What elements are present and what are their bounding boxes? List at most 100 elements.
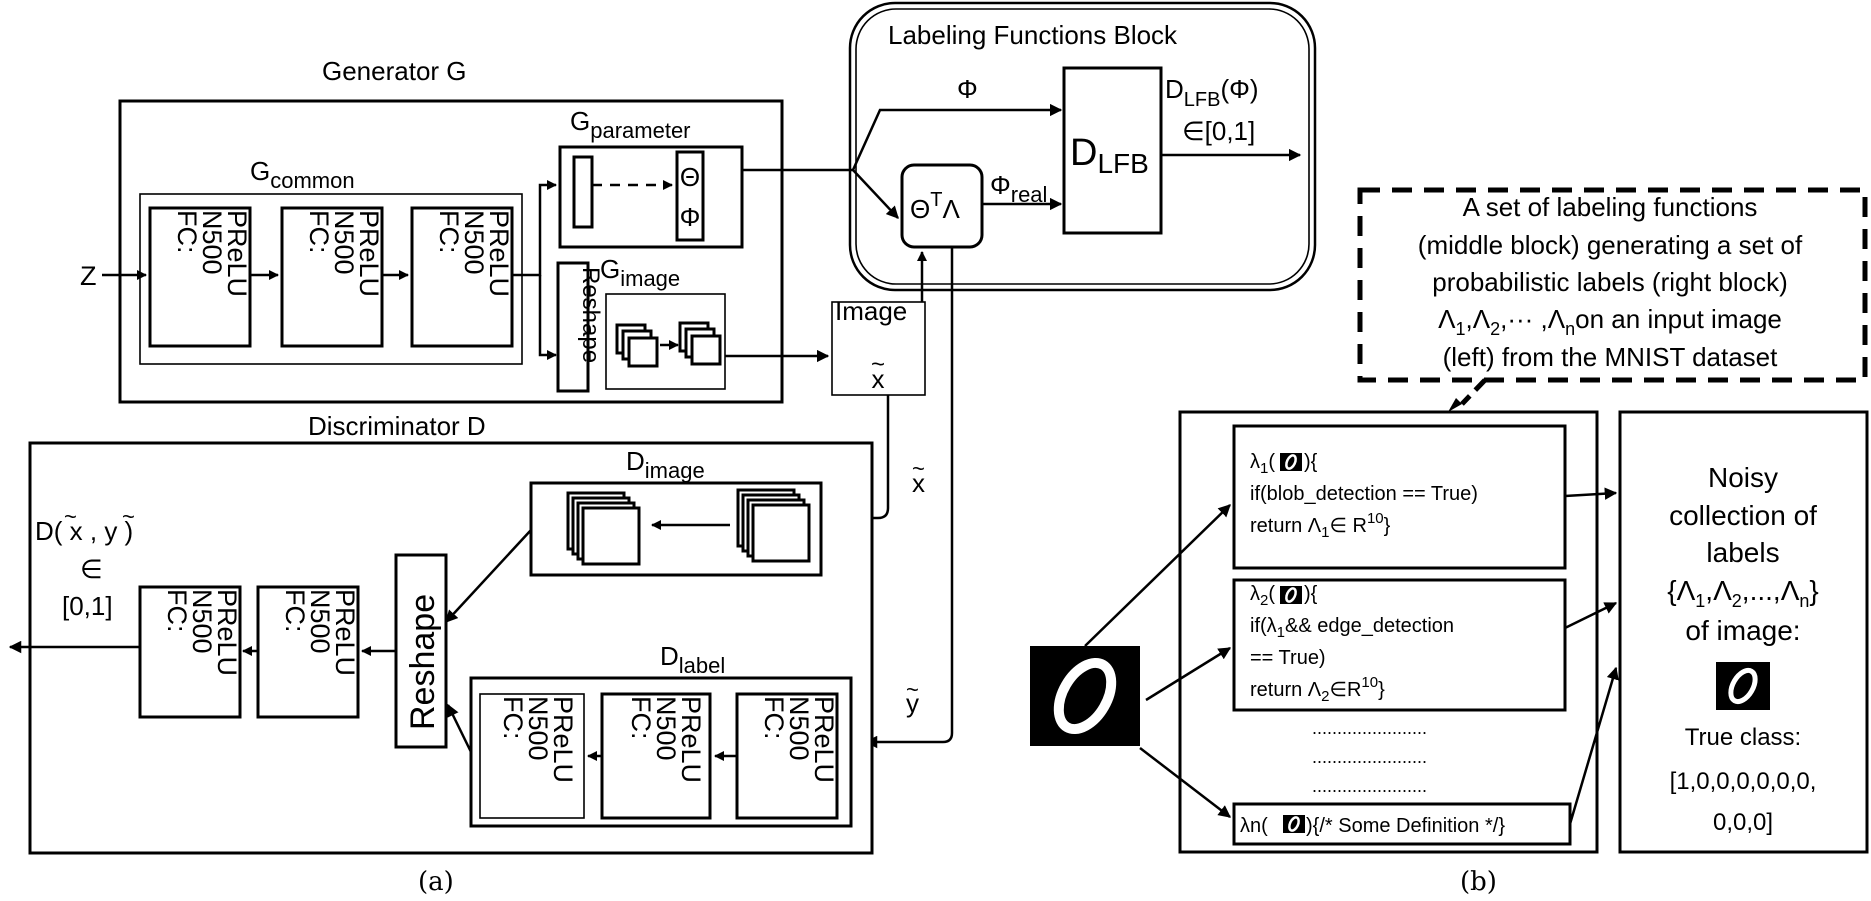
f2-to-noisy-arrow <box>1564 601 1618 630</box>
digit-to-f2-arrow <box>1145 646 1232 702</box>
theta-lambda-box <box>900 163 984 249</box>
dots-2: ....................... <box>1312 747 1427 767</box>
svg-text:FC:: FC: <box>626 696 656 740</box>
d-image-label: Dimage <box>626 446 705 483</box>
svg-text:N500: N500 <box>197 210 227 275</box>
note-box: A set of labeling functions (middle bloc… <box>1357 187 1868 383</box>
image-to-dimage-arrow <box>836 395 890 525</box>
d-lfb-output-line2: ∈[0,1] <box>1182 116 1255 146</box>
g-fc-2: FC: N500 PReLU <box>280 206 384 348</box>
y-tilde-label: y <box>906 688 919 718</box>
svg-text:λ1(: λ1( <box>1250 451 1275 477</box>
svg-text:FC:: FC: <box>498 696 528 740</box>
svg-text:PReLU: PReLU <box>484 210 514 297</box>
image-output: Image x ~ <box>831 296 926 396</box>
svg-text:~: ~ <box>906 677 919 702</box>
g-fc-1: FC: N500 PReLU <box>148 206 252 348</box>
labeling-functions-block: Labeling Functions Block Φ ΘTΛ Φreal DLF… <box>742 1 1317 292</box>
phi-real-label: Φreal <box>990 170 1047 207</box>
svg-text:A set of labeling functions: A set of labeling functions <box>1463 192 1758 222</box>
f1-to-noisy-arrow <box>1564 487 1618 500</box>
to-theta-lambda <box>852 169 899 219</box>
svg-text:PReLU: PReLU <box>330 589 360 676</box>
dots-3: ....................... <box>1312 776 1427 796</box>
caption-a: (a) <box>418 867 454 897</box>
svg-text:N500: N500 <box>459 210 489 275</box>
svg-text:N500: N500 <box>329 210 359 275</box>
g-param-vector-out <box>675 150 705 242</box>
svg-text:Image: Image <box>835 296 907 326</box>
caption-b: (b) <box>1460 867 1497 897</box>
split-to-reshape <box>538 275 557 360</box>
svg-text:return Λ1∈ R10}: return Λ1∈ R10} <box>1250 510 1391 541</box>
theta-symbol: Θ <box>680 162 700 192</box>
g-image-stack-large <box>678 321 722 366</box>
d-fc-1: FC: N500 PReLU <box>138 585 242 719</box>
x-tilde-label: x <box>912 468 925 498</box>
svg-text:(left) from the MNIST dataset: (left) from the MNIST dataset <box>1443 342 1779 372</box>
g-image-label: Gimage <box>600 254 680 291</box>
d-output-line3: [0,1] <box>62 591 113 621</box>
svg-text:FC:: FC: <box>434 210 464 254</box>
labeling-function-1: λ1( ){ if(blob_detection == True) return… <box>1232 424 1567 570</box>
noisy-digit <box>1716 662 1770 710</box>
svg-text:probabilistic labels (right bl: probabilistic labels (right block) <box>1432 267 1787 297</box>
svg-text:){/* Some Definition */}: ){/* Some Definition */} <box>1306 815 1505 837</box>
dots-1: ....................... <box>1312 718 1427 738</box>
d-output-line1: D( x , y ) <box>35 516 133 546</box>
d-reshape-label: Reshape <box>404 594 442 730</box>
d-image-stack-left <box>566 491 641 566</box>
svg-text:FC:: FC: <box>162 589 192 633</box>
g-image-stack-small <box>615 323 659 368</box>
split-to-param <box>512 180 557 277</box>
svg-text:λn(: λn( <box>1240 815 1268 837</box>
svg-text:FC:: FC: <box>759 696 789 740</box>
svg-text:){: ){ <box>1304 583 1318 605</box>
svg-text:Noisy: Noisy <box>1708 462 1778 493</box>
svg-text:0,0,0]: 0,0,0] <box>1713 809 1773 836</box>
digit-to-f1-arrow <box>1084 504 1231 647</box>
phi-arrow <box>851 103 1063 171</box>
theta-to-dlabel-arrow <box>864 247 954 749</box>
d-label-fc-2: FC: N500 PReLU <box>600 692 712 820</box>
digit-to-fn-arrow <box>1139 747 1231 818</box>
mnist-input-digit <box>1030 646 1140 746</box>
noisy-labels-panel: Noisy collection of labels {Λ1,Λ2,...,Λn… <box>1618 410 1869 854</box>
g-reshape-box <box>556 261 590 393</box>
note-connector <box>1460 378 1487 406</box>
phi-symbol: Φ <box>680 202 701 232</box>
lfb-phi: Φ <box>957 74 978 104</box>
svg-text:(middle block) generating a se: (middle block) generating a set of <box>1418 230 1803 260</box>
d-label-label: Dlabel <box>660 641 725 678</box>
svg-text:PReLU: PReLU <box>222 210 252 297</box>
d-output-line2: ∈ <box>80 554 103 584</box>
generator-block: Generator G Gcommon Z FC: N500 PReLU FC:… <box>80 56 784 404</box>
g-reshape-label: Reshape <box>577 267 604 363</box>
svg-text:[1,0,0,0,0,0,0,: [1,0,0,0,0,0,0, <box>1670 768 1817 795</box>
svg-text:N500: N500 <box>651 696 681 761</box>
svg-text:FC:: FC: <box>280 589 310 633</box>
svg-text:if(blob_detection == True): if(blob_detection == True) <box>1250 483 1478 505</box>
svg-text:collection of: collection of <box>1669 500 1817 531</box>
svg-text:== True): == True) <box>1250 647 1326 669</box>
d-fc-2: FC: N500 PReLU <box>256 585 360 719</box>
g-param-vector-in <box>572 155 594 229</box>
svg-text:return Λ2∈R10}: return Λ2∈R10} <box>1250 674 1385 705</box>
svg-text:~: ~ <box>64 504 77 529</box>
svg-text:N500: N500 <box>305 589 335 654</box>
svg-text:N500: N500 <box>187 589 217 654</box>
labeling-function-2: λ2( ){ if(λ1&& edge_detection == True) r… <box>1232 578 1567 712</box>
svg-text:of image:: of image: <box>1685 615 1800 646</box>
svg-text:{Λ1,Λ2,...,Λn}: {Λ1,Λ2,...,Λn} <box>1667 575 1819 611</box>
svg-text:Λ1,Λ2,··· ,Λnon an input image: Λ1,Λ2,··· ,Λnon an input image <box>1438 304 1782 339</box>
svg-text:PReLU: PReLU <box>809 696 839 783</box>
svg-text:PReLU: PReLU <box>548 696 578 783</box>
d-label-to-reshape <box>446 703 473 753</box>
d-lfb-box <box>1062 66 1163 235</box>
svg-text:PReLU: PReLU <box>676 696 706 783</box>
discriminator-title: Discriminator D <box>308 411 486 441</box>
d-image-to-reshape <box>445 529 532 623</box>
d-lfb-label: DLFB <box>1070 132 1149 179</box>
lfb-title: Labeling Functions Block <box>888 20 1178 50</box>
